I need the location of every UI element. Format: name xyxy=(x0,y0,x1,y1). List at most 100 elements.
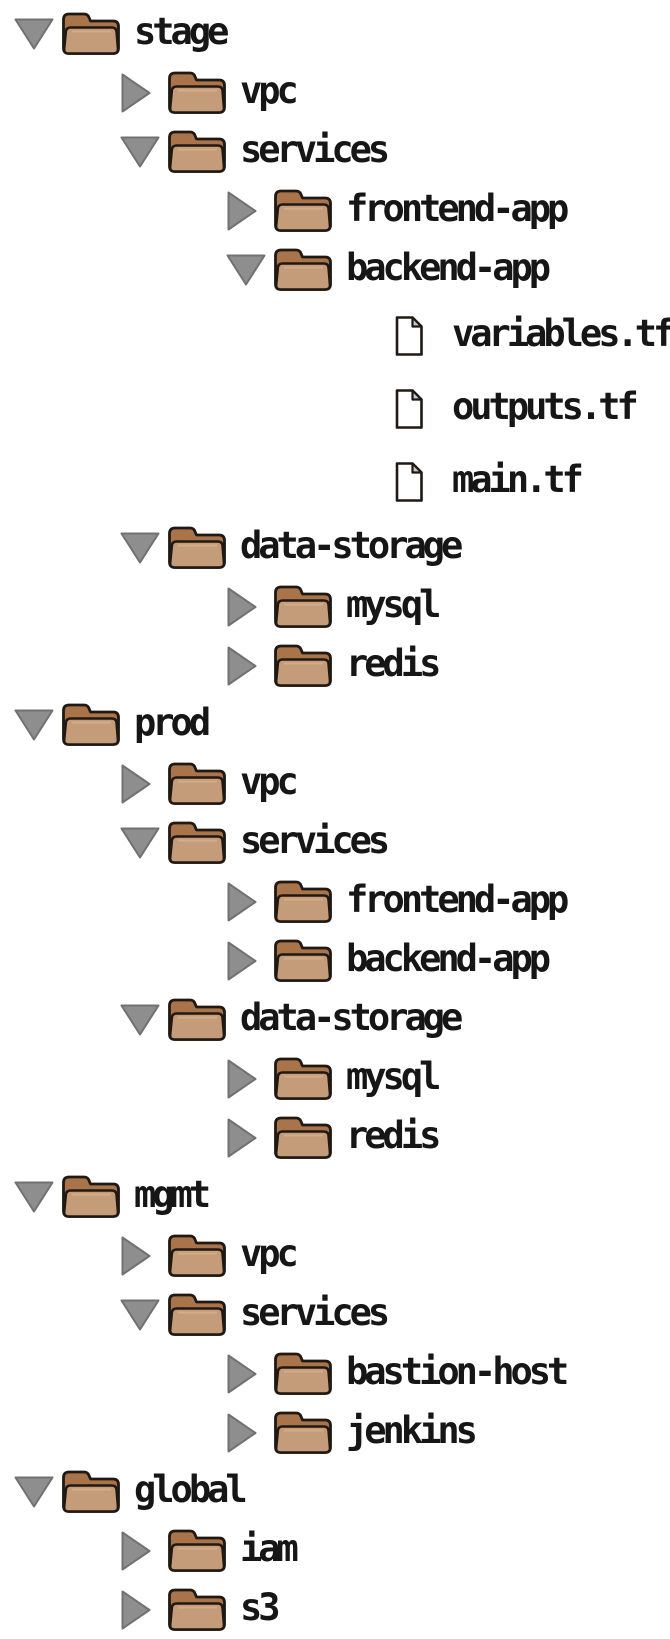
folder-icon xyxy=(62,703,120,746)
file-icon xyxy=(395,315,423,356)
item-label: redis xyxy=(346,642,441,685)
tree-item-bastion-host[interactable]: bastion-host xyxy=(226,1344,670,1403)
tree-item-main-tf[interactable]: main.tf xyxy=(332,445,670,518)
tree-item-variables-tf[interactable]: variables.tf xyxy=(332,299,670,372)
folder-icon xyxy=(274,1352,332,1395)
expand-toggle-collapsed[interactable] xyxy=(120,1589,160,1631)
expand-toggle-collapsed[interactable] xyxy=(226,1058,266,1100)
tree-item-frontend-app[interactable]: frontend-app xyxy=(226,181,670,240)
expand-toggle-expanded[interactable] xyxy=(14,1471,54,1513)
expand-toggle-expanded[interactable] xyxy=(14,704,54,746)
triangle-right-icon xyxy=(121,73,151,112)
folder-icon xyxy=(274,880,332,923)
item-label: data-storage xyxy=(240,524,463,567)
tree-item-mgmt[interactable]: mgmt xyxy=(14,1167,670,1226)
expand-toggle-collapsed[interactable] xyxy=(226,190,266,232)
tree-item-services[interactable]: services xyxy=(120,1285,670,1344)
expand-toggle-expanded[interactable] xyxy=(226,249,266,291)
item-icon-slot xyxy=(60,10,122,58)
expand-toggle-collapsed[interactable] xyxy=(120,72,160,114)
tree-item-data-storage[interactable]: data-storage xyxy=(120,990,670,1049)
expand-toggle-collapsed[interactable] xyxy=(226,1117,266,1159)
triangle-down-icon xyxy=(120,827,160,858)
triangle-right-icon xyxy=(227,1354,257,1393)
expand-toggle-expanded[interactable] xyxy=(14,13,54,55)
triangle-down-icon xyxy=(14,1181,54,1212)
tree-item-mysql[interactable]: mysql xyxy=(226,577,670,636)
tree-item-vpc[interactable]: vpc xyxy=(120,754,670,813)
tree-item-iam[interactable]: iam xyxy=(120,1521,670,1580)
item-label: jenkins xyxy=(346,1409,478,1452)
expand-toggle-collapsed[interactable] xyxy=(226,881,266,923)
item-icon-slot xyxy=(272,642,334,690)
folder-icon xyxy=(168,1529,226,1572)
triangle-right-icon xyxy=(227,191,257,230)
tree-item-prod[interactable]: prod xyxy=(14,695,670,754)
expand-toggle-collapsed[interactable] xyxy=(226,1412,266,1454)
tree-item-data-storage[interactable]: data-storage xyxy=(120,518,670,577)
expand-toggle-collapsed[interactable] xyxy=(226,940,266,982)
item-icon-slot xyxy=(378,385,440,433)
expand-toggle-collapsed[interactable] xyxy=(226,586,266,628)
folder-icon xyxy=(168,130,226,173)
item-label: vpc xyxy=(240,760,299,803)
item-label: backend-app xyxy=(346,246,551,289)
tree-item-jenkins[interactable]: jenkins xyxy=(226,1403,670,1462)
item-icon-slot xyxy=(272,1055,334,1103)
tree-item-outputs-tf[interactable]: outputs.tf xyxy=(332,372,670,445)
tree-item-frontend-app[interactable]: frontend-app xyxy=(226,872,670,931)
tree-item-s3[interactable]: s3 xyxy=(120,1580,670,1639)
tree-item-services[interactable]: services xyxy=(120,813,670,872)
item-label: mgmt xyxy=(134,1173,211,1216)
tree-item-redis[interactable]: redis xyxy=(226,636,670,695)
expand-toggle-expanded[interactable] xyxy=(120,822,160,864)
triangle-right-icon xyxy=(227,1118,257,1157)
expand-toggle-expanded[interactable] xyxy=(14,1176,54,1218)
tree-item-redis[interactable]: redis xyxy=(226,1108,670,1167)
tree-item-vpc[interactable]: vpc xyxy=(120,63,670,122)
expand-toggle-collapsed[interactable] xyxy=(120,1530,160,1572)
item-icon-slot xyxy=(272,187,334,235)
expand-toggle-collapsed[interactable] xyxy=(120,763,160,805)
tree-item-services[interactable]: services xyxy=(120,122,670,181)
folder-icon xyxy=(62,1470,120,1513)
item-icon-slot xyxy=(166,524,228,572)
item-label: bastion-host xyxy=(346,1350,569,1393)
tree-item-mysql[interactable]: mysql xyxy=(226,1049,670,1108)
item-label: data-storage xyxy=(240,996,463,1039)
tree-item-backend-app[interactable]: backend-app xyxy=(226,240,670,299)
expand-toggle-collapsed[interactable] xyxy=(226,1353,266,1395)
triangle-down-icon xyxy=(120,1299,160,1330)
item-icon-slot xyxy=(166,1527,228,1575)
item-icon-slot xyxy=(60,701,122,749)
item-icon-slot xyxy=(272,1409,334,1457)
item-label: vpc xyxy=(240,69,299,112)
expand-toggle-expanded[interactable] xyxy=(120,999,160,1041)
tree-item-stage[interactable]: stage xyxy=(14,4,670,63)
expand-toggle-collapsed[interactable] xyxy=(226,645,266,687)
triangle-right-icon xyxy=(227,882,257,921)
folder-icon xyxy=(274,1057,332,1100)
folder-icon xyxy=(62,12,120,55)
triangle-right-icon xyxy=(227,941,257,980)
triangle-down-icon xyxy=(120,1004,160,1035)
triangle-down-icon xyxy=(120,136,160,167)
item-icon-slot xyxy=(60,1173,122,1221)
tree-item-vpc[interactable]: vpc xyxy=(120,1226,670,1285)
expand-toggle-expanded[interactable] xyxy=(120,527,160,569)
item-label: global xyxy=(134,1468,248,1511)
expand-toggle-collapsed[interactable] xyxy=(120,1235,160,1277)
folder-icon xyxy=(168,1293,226,1336)
tree-item-backend-app[interactable]: backend-app xyxy=(226,931,670,990)
expand-toggle-expanded[interactable] xyxy=(120,131,160,173)
tree-item-global[interactable]: global xyxy=(14,1462,670,1521)
expand-toggle-expanded[interactable] xyxy=(120,1294,160,1336)
folder-icon xyxy=(168,762,226,805)
expand-toggle-none xyxy=(332,388,372,430)
folder-icon xyxy=(274,248,332,291)
folder-icon xyxy=(274,939,332,982)
item-label: variables.tf xyxy=(452,312,670,355)
item-label: mysql xyxy=(346,1055,441,1098)
item-icon-slot xyxy=(166,996,228,1044)
